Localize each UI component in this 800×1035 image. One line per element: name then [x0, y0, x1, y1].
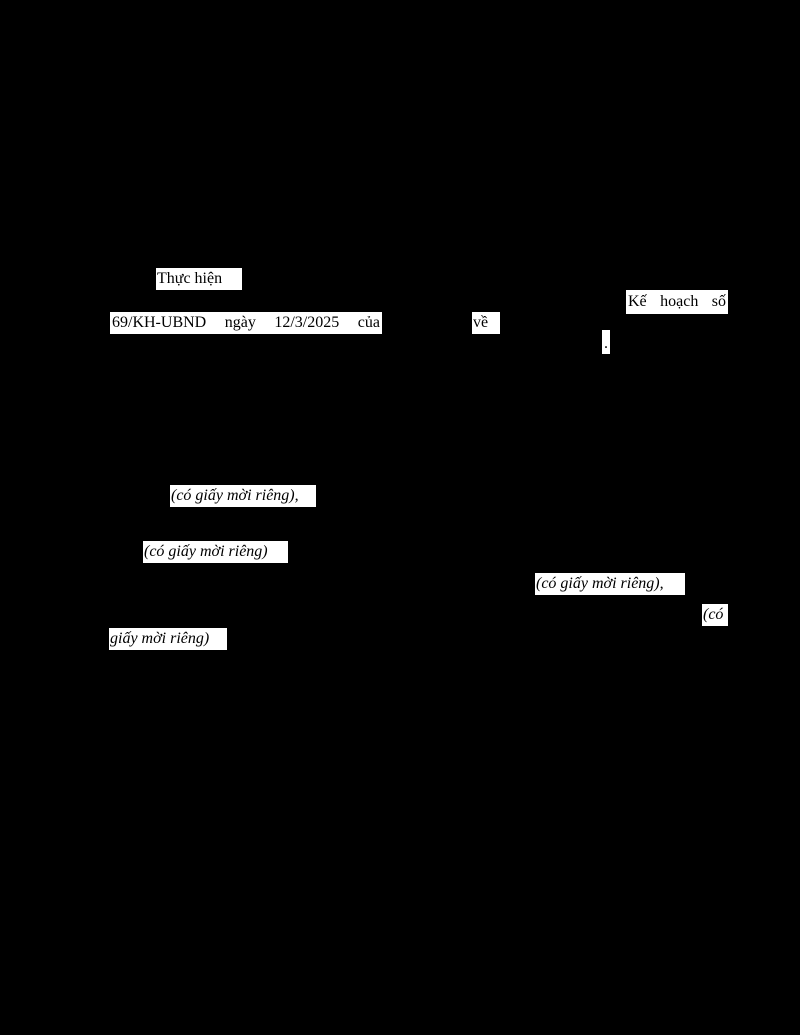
invite-note-2: (có giấy mời riêng) [143, 541, 288, 563]
plan-reference-line: 69/KH-UBND ngày 12/3/2025 của [110, 312, 382, 334]
ve-text: về [472, 312, 500, 334]
invite-note-4-end: giấy mời riêng) [109, 628, 227, 650]
period-mark: . [602, 330, 610, 354]
invite-note-1: (có giấy mời riêng), [170, 485, 316, 507]
word: hoạch [660, 293, 699, 310]
word: ngày [224, 314, 256, 331]
word: số [711, 293, 726, 310]
word: Kế [628, 293, 647, 310]
thuc-hien-text: Thực hiện [156, 268, 242, 290]
invite-note-4-start: (có [702, 604, 728, 626]
ke-hoach-so-text: Kế hoạch số [626, 290, 728, 314]
word: của [357, 314, 380, 331]
word: 69/KH-UBND [112, 314, 207, 331]
word: 12/3/2025 [274, 314, 340, 331]
invite-note-3: (có giấy mời riêng), [535, 573, 685, 595]
